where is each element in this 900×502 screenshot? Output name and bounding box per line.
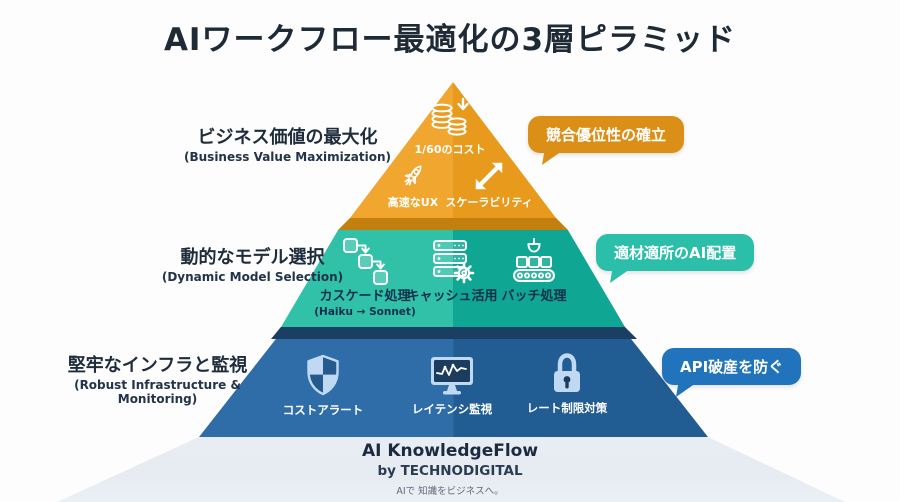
side-label-middle-en: (Dynamic Model Selection) bbox=[161, 269, 344, 284]
item-scalability-label: スケーラビリティ bbox=[445, 196, 533, 209]
item-cost-alert-label: コストアラート bbox=[282, 403, 364, 417]
callout-middle: 適材適所のAI配置 bbox=[596, 234, 755, 271]
server-cache-icon bbox=[433, 240, 475, 284]
callout-middle-text: 適材適所のAI配置 bbox=[614, 244, 737, 262]
side-label-bottom-jp: 堅牢なインフラと監視 bbox=[67, 355, 248, 376]
footer: AI KnowledgeFlow by TECHNODIGITAL AIで 知識… bbox=[0, 441, 900, 497]
rate-limit-lock-icon bbox=[554, 353, 580, 392]
callout-top-text: 競合優位性の確立 bbox=[546, 126, 667, 144]
item-cascade: カスケード処理 (Haiku → Sonnet) bbox=[299, 236, 431, 318]
pyramid-middle-layer bbox=[281, 230, 625, 327]
pyramid-top-bevel bbox=[338, 218, 568, 230]
item-batch-label: バッチ処理 bbox=[501, 289, 567, 304]
callout-bottom: API破産を防ぐ bbox=[662, 348, 802, 385]
batch-conveyor-icon bbox=[513, 238, 555, 282]
item-cache-label: キャッシュ活用 bbox=[406, 289, 498, 304]
cascade-flow-icon bbox=[343, 238, 388, 285]
page-title: AIワークフロー最適化の3層ピラミッド bbox=[163, 22, 737, 58]
item-fast-ux: 高速なUX bbox=[347, 158, 479, 210]
callout-bottom-text: API破産を防ぐ bbox=[680, 358, 784, 376]
side-label-top-jp: ビジネス価値の最大化 bbox=[197, 127, 378, 148]
rocket-icon bbox=[404, 165, 422, 186]
brand-name: AI KnowledgeFlow bbox=[361, 441, 539, 461]
pyramid-base-pedestal bbox=[57, 437, 845, 502]
item-cascade-label: カスケード処理 bbox=[319, 289, 411, 304]
item-cost-alert: コストアラート bbox=[257, 352, 389, 417]
coins-cost-icon bbox=[431, 97, 469, 136]
brand-tagline: AIで 知識をビジネスへ。 bbox=[396, 486, 504, 497]
side-label-middle-jp: 動的なモデル選択 bbox=[180, 247, 325, 268]
item-cost-label: 1/60のコスト bbox=[414, 143, 486, 156]
side-label-top-en: (Business Value Maximization) bbox=[184, 149, 391, 164]
item-batch: バッチ処理 bbox=[468, 236, 600, 305]
pyramid-middle-bevel bbox=[271, 327, 637, 339]
item-cascade-sublabel: (Haiku → Sonnet) bbox=[314, 305, 416, 318]
side-label-bottom: 堅牢なインフラと監視 (Robust Infrastructure & Moni… bbox=[35, 355, 280, 406]
item-fast-ux-label: 高速なUX bbox=[387, 196, 439, 209]
callout-top: 競合優位性の確立 bbox=[528, 116, 685, 153]
item-cost: 1/60のコスト bbox=[384, 95, 516, 157]
brand-byline: by TECHNODIGITAL bbox=[377, 463, 523, 479]
side-label-middle: 動的なモデル選択 (Dynamic Model Selection) bbox=[145, 247, 360, 284]
latency-monitor-icon bbox=[431, 357, 473, 395]
item-rate-limit-label: レート制限対策 bbox=[526, 401, 608, 415]
scalability-arrows-icon bbox=[475, 162, 503, 190]
item-latency: レイテンシ監視 bbox=[386, 354, 518, 416]
side-label-bottom-en: (Robust Infrastructure & Monitoring) bbox=[74, 377, 241, 406]
item-cache: キャッシュ活用 bbox=[386, 236, 518, 305]
item-latency-label: レイテンシ監視 bbox=[411, 402, 493, 416]
item-scalability: スケーラビリティ bbox=[423, 158, 555, 210]
shield-alert-icon bbox=[307, 354, 339, 396]
side-label-top: ビジネス価値の最大化 (Business Value Maximization) bbox=[180, 127, 395, 164]
item-rate-limit: レート制限対策 bbox=[501, 350, 633, 415]
